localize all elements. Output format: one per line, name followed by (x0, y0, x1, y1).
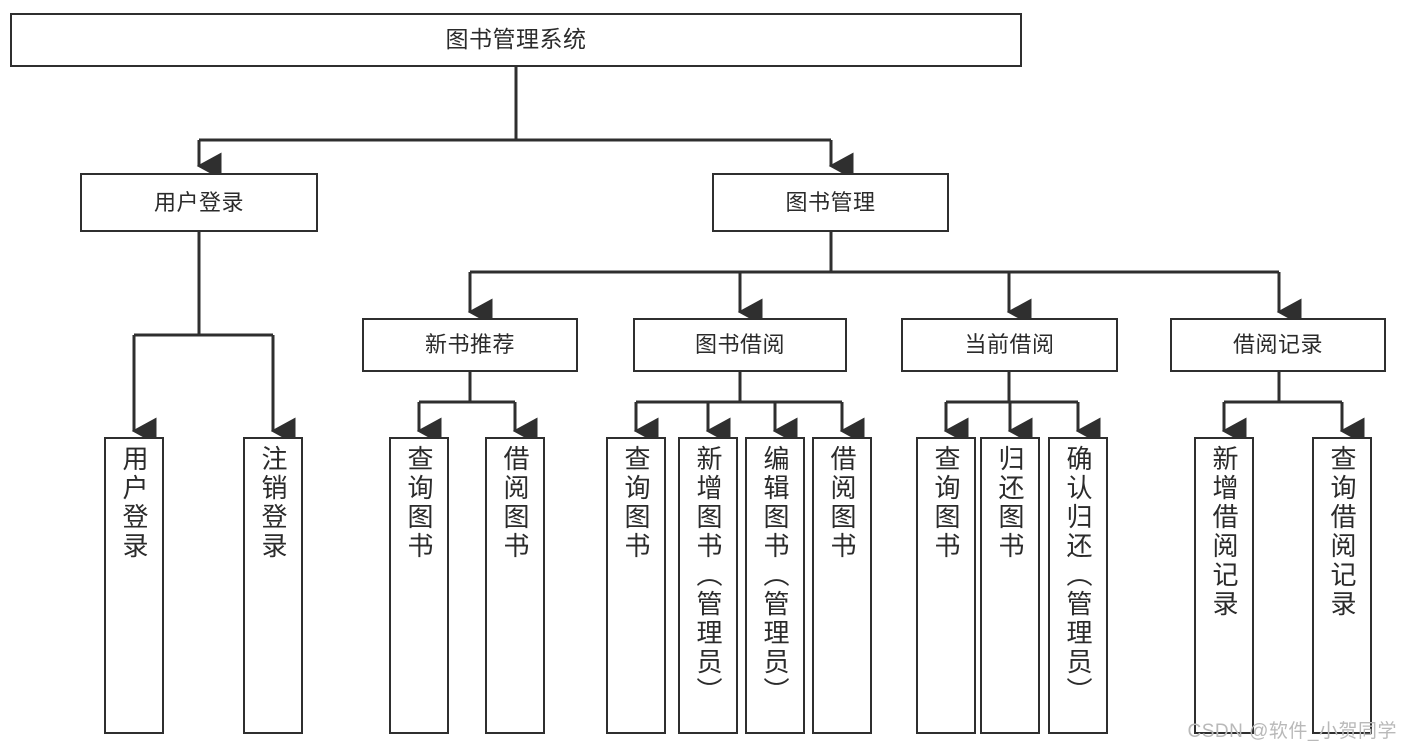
node-book-borrow-label: 图书借阅 (694, 332, 785, 358)
leaf-query-book-2-label: 查询图书 (621, 445, 651, 561)
node-new-book-rec[interactable]: 新书推荐 (362, 318, 578, 372)
leaf-edit-book[interactable]: 编辑图书（管理员） (745, 437, 805, 734)
leaf-borrow-book-2[interactable]: 借阅图书 (812, 437, 872, 734)
leaf-add-record-label: 新增借阅记录 (1209, 445, 1239, 619)
leaf-add-book-label: 新增图书（管理员） (693, 445, 723, 706)
leaf-query-book-1[interactable]: 查询图书 (389, 437, 449, 734)
leaf-return-book-label: 归还图书 (995, 445, 1025, 561)
leaf-query-book-3[interactable]: 查询图书 (916, 437, 976, 734)
leaf-user-login-label: 用户登录 (119, 445, 149, 561)
node-borrow-record[interactable]: 借阅记录 (1170, 318, 1386, 372)
leaf-add-record[interactable]: 新增借阅记录 (1194, 437, 1254, 734)
leaf-query-book-2[interactable]: 查询图书 (606, 437, 666, 734)
node-book-manage-label: 图书管理 (785, 189, 876, 215)
leaf-query-record[interactable]: 查询借阅记录 (1312, 437, 1372, 734)
node-book-borrow[interactable]: 图书借阅 (633, 318, 847, 372)
leaf-add-book[interactable]: 新增图书（管理员） (678, 437, 738, 734)
leaf-logout-label: 注销登录 (258, 445, 288, 561)
leaf-query-book-1-label: 查询图书 (404, 445, 434, 561)
leaf-confirm-return[interactable]: 确认归还（管理员） (1048, 437, 1108, 734)
leaf-query-record-label: 查询借阅记录 (1327, 445, 1357, 619)
node-borrow-record-label: 借阅记录 (1232, 332, 1323, 358)
node-root-label: 图书管理系统 (445, 26, 587, 53)
leaf-confirm-return-label: 确认归还（管理员） (1063, 445, 1093, 706)
leaf-return-book[interactable]: 归还图书 (980, 437, 1040, 734)
watermark-text: CSDN @软件_小贺同学 (1187, 721, 1397, 742)
node-user-login[interactable]: 用户登录 (80, 173, 318, 232)
node-current-borrow-label: 当前借阅 (964, 332, 1055, 358)
node-root[interactable]: 图书管理系统 (10, 13, 1022, 67)
leaf-logout[interactable]: 注销登录 (243, 437, 303, 734)
node-user-login-label: 用户登录 (153, 189, 244, 215)
leaf-user-login[interactable]: 用户登录 (104, 437, 164, 734)
leaf-borrow-book-2-label: 借阅图书 (827, 445, 857, 561)
node-new-book-rec-label: 新书推荐 (424, 332, 515, 358)
leaf-borrow-book-1[interactable]: 借阅图书 (485, 437, 545, 734)
leaf-query-book-3-label: 查询图书 (931, 445, 961, 561)
node-book-manage[interactable]: 图书管理 (712, 173, 949, 232)
node-current-borrow[interactable]: 当前借阅 (901, 318, 1118, 372)
leaf-borrow-book-1-label: 借阅图书 (500, 445, 530, 561)
leaf-edit-book-label: 编辑图书（管理员） (760, 445, 790, 706)
